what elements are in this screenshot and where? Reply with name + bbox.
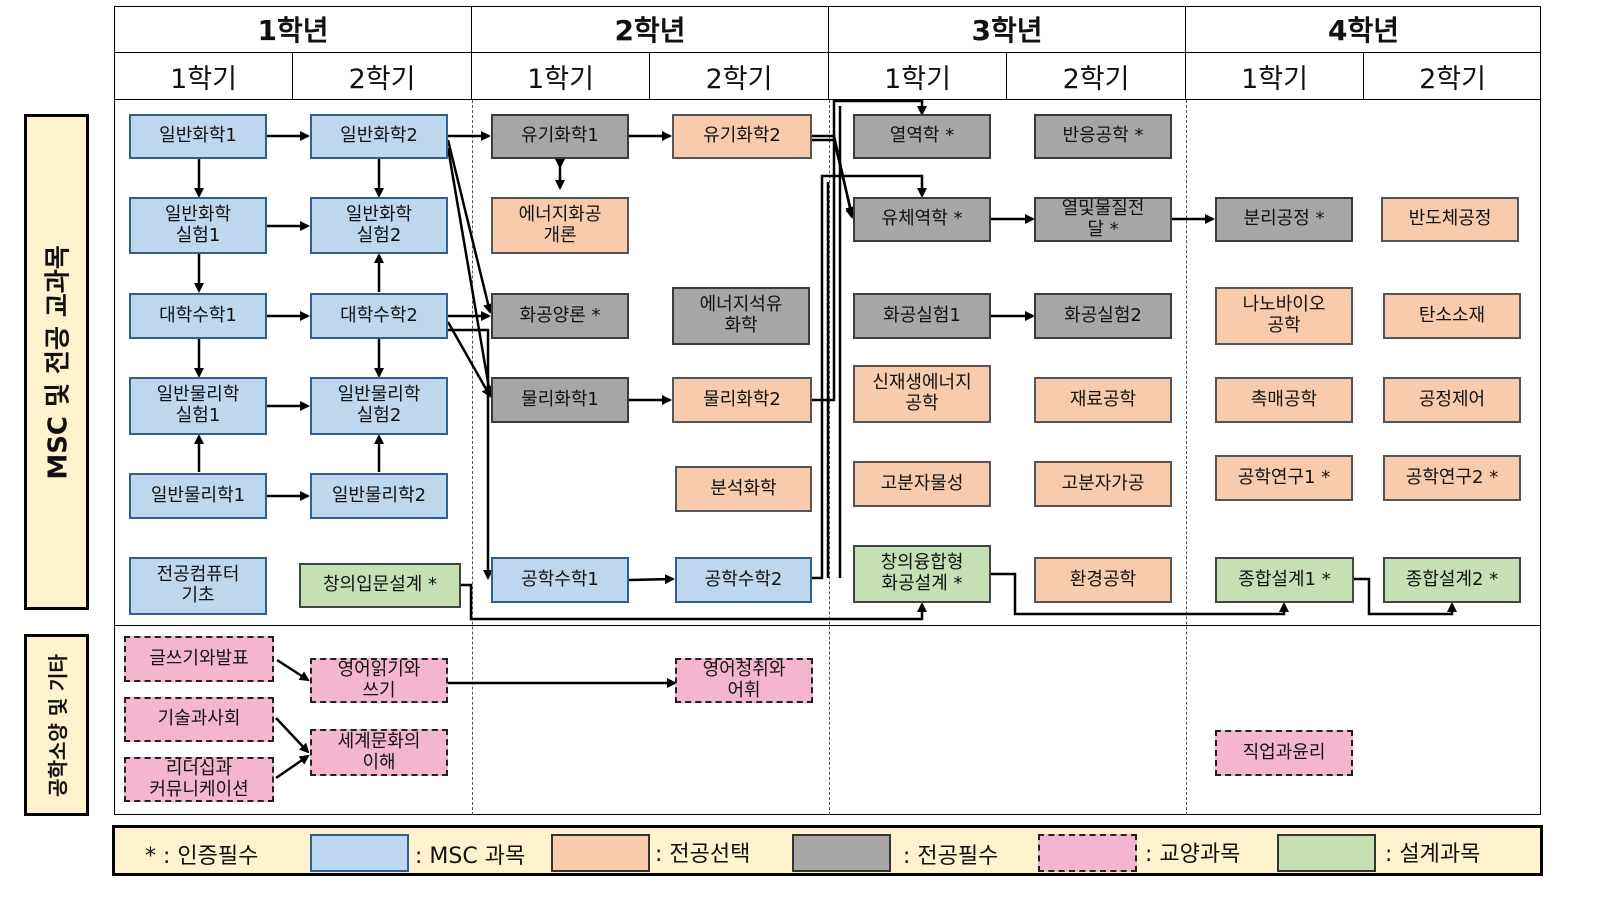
year-header-3: 3학년 xyxy=(828,6,1185,52)
course-energy-petrochemistry: 에너지석유 화학 xyxy=(672,287,810,345)
course-fluid-mechanics: 유체역학 * xyxy=(853,197,991,242)
course-calculus-2: 대학수학2 xyxy=(310,293,448,339)
course-nanobio-engineering: 나노바이오 공학 xyxy=(1215,287,1353,345)
course-physical-chemistry-1: 물리화학1 xyxy=(491,377,629,423)
course-engineering-math-2: 공학수학2 xyxy=(675,557,812,603)
course-process-control: 공정제어 xyxy=(1383,377,1521,423)
course-calculus-1: 대학수학1 xyxy=(129,293,267,339)
course-energy-chem-eng-intro: 에너지화공 개론 xyxy=(491,197,629,254)
course-heat-mass-transfer: 열및물질전 달 * xyxy=(1034,197,1172,242)
course-physical-chemistry-2: 물리화학2 xyxy=(672,377,812,423)
course-organic-chemistry-1: 유기화학1 xyxy=(491,114,629,159)
course-polymer-processing: 고분자가공 xyxy=(1034,461,1172,507)
side-label-major: MSC 및 전공 교과목 xyxy=(24,114,89,610)
semester-header: 1학기 xyxy=(828,52,1006,100)
course-separation-process: 분리공정 * xyxy=(1215,197,1353,242)
course-general-chemistry-2: 일반화학2 xyxy=(310,114,448,159)
course-writing-presentation: 글쓰기와발표 xyxy=(124,636,274,682)
course-english-listening-vocab: 영어청취와 어휘 xyxy=(675,658,813,703)
course-technology-society: 기술과사회 xyxy=(124,697,274,742)
legend-msc-swatch xyxy=(310,834,409,872)
legend-msc-label: : MSC 과목 xyxy=(415,844,526,869)
course-engineering-math-1: 공학수학1 xyxy=(491,557,629,603)
course-professional-ethics: 직업과윤리 xyxy=(1215,730,1353,776)
legend-elective-label: : 전공선택 xyxy=(655,842,751,867)
semester-header: 2학기 xyxy=(649,52,828,100)
course-organic-chemistry-2: 유기화학2 xyxy=(672,114,812,159)
side-label-general: 공학소양 및 기타 xyxy=(24,634,89,816)
legend-major-req-label: : 전공필수 xyxy=(903,844,999,869)
course-capstone-design-2: 종합설계2 * xyxy=(1383,557,1521,603)
year-divider xyxy=(829,100,830,815)
semester-header: 2학기 xyxy=(292,52,471,100)
semester-header: 1학기 xyxy=(1185,52,1363,100)
course-chemical-process-principles: 화공양론 * xyxy=(491,293,629,339)
legend-liberal-swatch xyxy=(1038,834,1137,872)
legend-liberal-label: : 교양과목 xyxy=(1145,842,1241,867)
course-general-chemistry-1: 일반화학1 xyxy=(129,114,267,159)
semester-header: 2학기 xyxy=(1006,52,1185,100)
legend: * : 인증필수 : MSC 과목 : 전공선택 : 전공필수 : 교양과목 :… xyxy=(112,825,1543,876)
course-general-physics-lab-1: 일반물리학 실험1 xyxy=(129,377,267,435)
course-renewable-energy: 신재생에너지 공학 xyxy=(853,365,991,423)
course-general-physics-1: 일반물리학1 xyxy=(129,473,267,519)
semester-header: 1학기 xyxy=(114,52,292,100)
legend-design-swatch xyxy=(1277,834,1376,872)
course-computer-basics: 전공컴퓨터 기초 xyxy=(129,557,267,615)
course-general-chemistry-lab-1: 일반화학 실험1 xyxy=(129,197,267,254)
semester-header: 1학기 xyxy=(471,52,649,100)
course-capstone-design-1: 종합설계1 * xyxy=(1215,557,1354,603)
course-leadership-communication: 리더십과 커뮤니케이션 xyxy=(124,757,274,802)
course-engineering-research-1: 공학연구1 * xyxy=(1215,455,1353,501)
course-chem-eng-lab-1: 화공실험1 xyxy=(853,293,991,339)
year-header-1: 1학년 xyxy=(114,6,471,52)
course-catalysis-engineering: 촉매공학 xyxy=(1215,377,1353,423)
semester-header: 2학기 xyxy=(1363,52,1541,100)
course-polymer-properties: 고분자물성 xyxy=(853,461,991,507)
course-reaction-engineering: 반응공학 * xyxy=(1034,114,1172,159)
year-header-4: 4학년 xyxy=(1185,6,1541,52)
course-creative-intro-design: 창의입문설계 * xyxy=(299,563,461,608)
course-creative-convergence-design: 창의융합형 화공설계 * xyxy=(853,545,991,603)
course-materials-engineering: 재료공학 xyxy=(1034,377,1172,423)
course-thermodynamics: 열역학 * xyxy=(853,114,991,159)
course-general-physics-lab-2: 일반물리학 실험2 xyxy=(310,377,448,435)
header-divider xyxy=(114,52,1541,53)
course-english-reading-writing: 영어읽기와 쓰기 xyxy=(310,658,448,703)
year-divider xyxy=(472,100,473,815)
course-general-physics-2: 일반물리학2 xyxy=(310,473,448,519)
legend-major-req-swatch xyxy=(792,834,891,872)
year-divider xyxy=(1186,100,1187,815)
course-analytical-chemistry: 분석화학 xyxy=(675,466,812,512)
curriculum-header xyxy=(114,6,1541,100)
course-carbon-materials: 탄소소재 xyxy=(1383,293,1521,339)
year-header-2: 2학년 xyxy=(471,6,828,52)
section-divider xyxy=(114,625,1541,626)
course-engineering-research-2: 공학연구2 * xyxy=(1383,455,1521,501)
course-semiconductor-process: 반도체공정 xyxy=(1381,197,1519,242)
curriculum-body xyxy=(114,100,1541,815)
legend-required-label: * : 인증필수 xyxy=(145,844,259,869)
legend-design-label: : 설계과목 xyxy=(1385,842,1481,867)
legend-elective-swatch xyxy=(551,834,650,872)
course-chem-eng-lab-2: 화공실험2 xyxy=(1034,293,1172,339)
course-general-chemistry-lab-2: 일반화학 실험2 xyxy=(310,197,448,254)
course-environmental-engineering: 환경공학 xyxy=(1034,557,1172,603)
course-world-culture: 세계문화의 이해 xyxy=(310,729,448,776)
